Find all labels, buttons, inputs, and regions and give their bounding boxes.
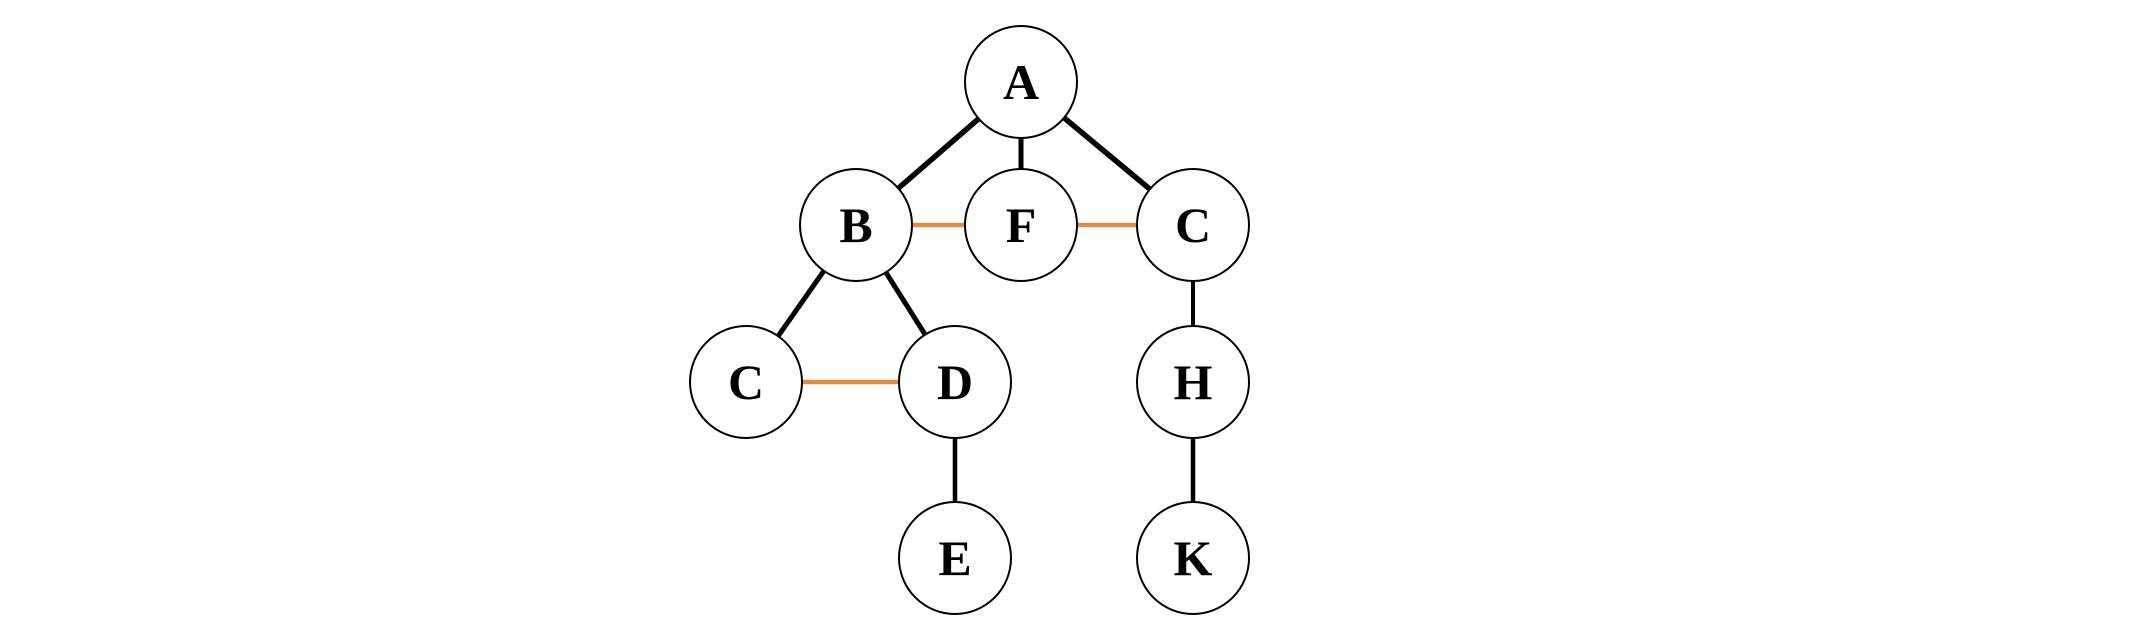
node-label-E: E: [938, 530, 971, 586]
node-circle-H: [1136, 325, 1250, 439]
node-circle-K: [1136, 501, 1250, 615]
node-label-C2: C: [728, 354, 764, 410]
node-circle-C2: [689, 325, 803, 439]
node-H: H: [1136, 325, 1250, 439]
node-label-D: D: [937, 354, 973, 410]
node-label-F: F: [1006, 197, 1037, 253]
node-label-C1: C: [1175, 197, 1211, 253]
node-label-H: H: [1174, 354, 1213, 410]
node-K: K: [1136, 501, 1250, 615]
node-label-A: A: [1003, 54, 1039, 110]
node-circle-B: [799, 168, 913, 282]
node-D: D: [898, 325, 1012, 439]
node-label-K: K: [1174, 530, 1213, 586]
node-C1: C: [1136, 168, 1250, 282]
node-circle-F: [964, 168, 1078, 282]
node-label-B: B: [839, 197, 872, 253]
node-F: F: [964, 168, 1078, 282]
node-circle-E: [898, 501, 1012, 615]
node-circle-A: [964, 25, 1078, 139]
node-C2: C: [689, 325, 803, 439]
node-E: E: [898, 501, 1012, 615]
node-circle-C1: [1136, 168, 1250, 282]
node-circle-D: [898, 325, 1012, 439]
node-B: B: [799, 168, 913, 282]
node-A: A: [964, 25, 1078, 139]
